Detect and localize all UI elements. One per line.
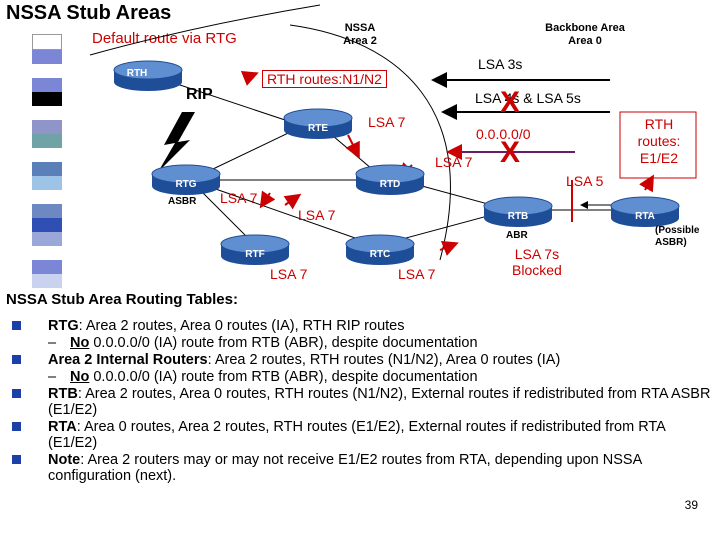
rth-routes-label: RTH routes:N1/N2 (262, 70, 387, 88)
routing-table-list: RTG: Area 2 routes, Area 0 routes (IA), … (6, 318, 714, 485)
lsa7-arrow (283, 193, 302, 210)
lightning-bolt-icon (158, 112, 195, 172)
router-label-rtb: RTB (507, 211, 529, 222)
default-route-label: 0.0.0.0/0 (476, 126, 531, 142)
lsa7-label: LSA 7 (398, 266, 436, 282)
router-label-rta: RTA (635, 211, 655, 222)
page-number: 39 (684, 498, 698, 512)
list-item: –No 0.0.0.0/0 (IA) route from RTB (ABR),… (48, 369, 478, 385)
router-icon-rta (610, 196, 680, 227)
lsa7-arrow (639, 174, 655, 193)
square-bullet-icon (12, 355, 21, 364)
router-label-rtc: RTC (369, 249, 391, 260)
square-bullet-icon (12, 422, 21, 431)
router-icon-rte (283, 108, 353, 139)
lsa7-arrow (259, 190, 276, 209)
list-item: RTA: Area 0 routes, Area 2 routes, RTH r… (6, 419, 714, 451)
lsa7-label: LSA 7 (270, 266, 308, 282)
router-label-rtd: RTD (379, 179, 401, 190)
router-icon-rtd (355, 164, 425, 195)
decorative-color-strip (32, 34, 62, 288)
lsa7-arrow (439, 241, 459, 256)
router-label-rtf: RTF (245, 249, 265, 260)
network-diagram (89, 4, 697, 266)
lsa7-label: LSA 7 (435, 154, 473, 170)
router-label-rte: RTE (308, 123, 328, 134)
rth-routes-box (619, 111, 697, 179)
area-boundary (289, 24, 451, 261)
router-icon-rtg (151, 164, 221, 195)
abr-label: ABR (506, 230, 528, 241)
router-icon-rtf (220, 234, 290, 265)
lsa5-label: LSA 5 (566, 173, 604, 189)
area-boundary (89, 4, 321, 56)
list-item: Area 2 Internal Routers: Area 2 routes, … (6, 352, 714, 368)
router-icon-rtc (345, 234, 415, 265)
square-bullet-icon (12, 455, 21, 464)
rip-label: RIP (186, 86, 213, 103)
list-item: RTG: Area 2 routes, Area 0 routes (IA), … (6, 318, 714, 334)
square-bullet-icon (12, 389, 21, 398)
router-icon-rtb (483, 196, 553, 227)
lsa7-arrow (345, 134, 360, 159)
section-title: NSSA Stub Area Routing Tables: (6, 291, 238, 308)
list-item: Note: Area 2 routers may or may not rece… (6, 452, 714, 484)
lsa45-label: LSA 4s & LSA 5s (475, 90, 581, 106)
blocked-x-icon: X (500, 136, 521, 169)
page-title: NSSA Stub Areas (6, 2, 172, 24)
router-label-rtg: RTG (175, 179, 197, 190)
lsa7-label: LSA 7 (368, 114, 406, 130)
lsa7-label: LSA 7 (298, 207, 336, 223)
square-bullet-icon (12, 321, 21, 330)
lsa7-arrow (240, 71, 259, 86)
asbr-label: ASBR (168, 196, 197, 207)
lsa3-label: LSA 3s (478, 56, 523, 72)
list-item: –No 0.0.0.0/0 (IA) route from RTB (ABR),… (48, 335, 478, 351)
lsa7-label: LSA 7 (220, 190, 258, 206)
router-label-rth: RTH (126, 68, 148, 79)
router-icon-rth (113, 60, 183, 91)
list-item: RTB: Area 2 routes, Area 0 routes, RTH r… (6, 386, 714, 418)
subtitle: Default route via RTG (92, 30, 237, 47)
blocked-x-icon: X (500, 86, 521, 119)
